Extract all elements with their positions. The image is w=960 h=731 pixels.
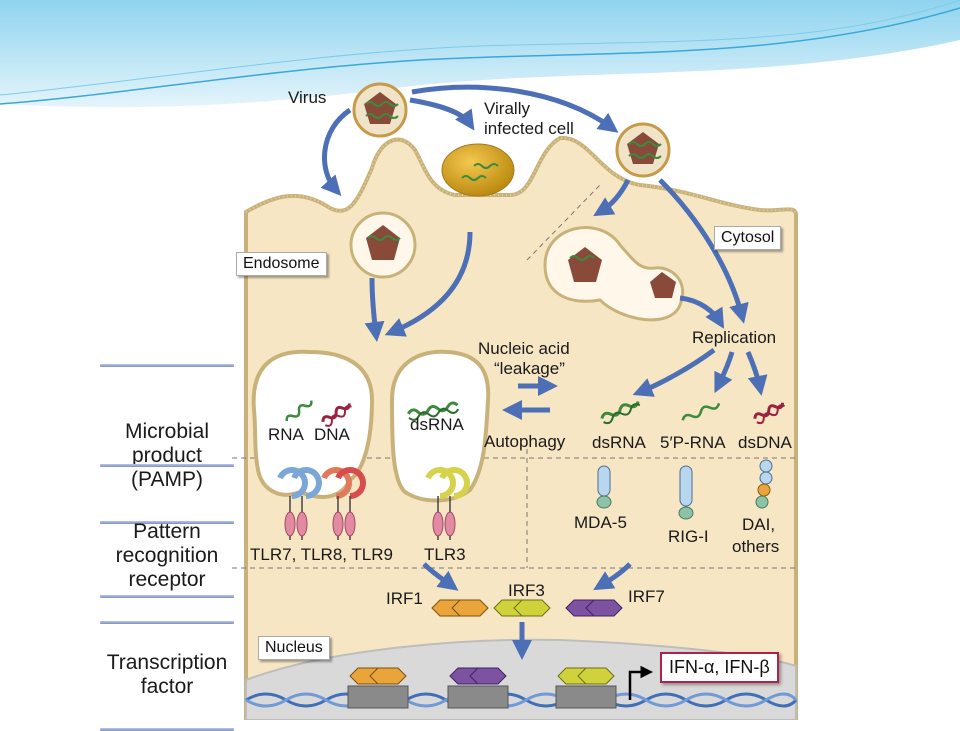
- irf3-dimer: [493, 599, 551, 617]
- infected-cell: [441, 143, 515, 197]
- diagram-text: Virus Virally infected cell Replication …: [250, 88, 793, 608]
- pamp-rna: RNA: [268, 425, 305, 444]
- pamp-dsdna: dsDNA: [738, 433, 793, 452]
- irf7-label: IRF7: [628, 587, 665, 606]
- irf1-dimer: [431, 599, 489, 617]
- leakage-line1: Nucleic acid: [478, 339, 570, 358]
- tlr3-label: TLR3: [424, 545, 466, 564]
- autophagy-label: Autophagy: [484, 432, 566, 451]
- header-wave: [0, 0, 960, 108]
- pathway-arrows: [320, 84, 768, 660]
- rigi-label: RIG-I: [668, 527, 709, 546]
- irf3-label: IRF3: [508, 581, 545, 600]
- tlr-receptors: [277, 467, 470, 540]
- virus-particle-right: [615, 122, 671, 178]
- row-label-pamp-text: Microbial product (PAMP): [124, 420, 210, 491]
- row-label-prr-bottom-bar: [100, 621, 234, 624]
- row-label-pamp: Microbial product (PAMP): [100, 364, 234, 524]
- virus-particle-top: [352, 82, 408, 138]
- mda5-receptor: [596, 465, 612, 509]
- endosome-virus-right: [543, 226, 685, 322]
- leakage-line2: “leakage”: [494, 359, 565, 378]
- dna-endosome: [321, 403, 352, 427]
- endosome-tlr789: [251, 349, 375, 499]
- leakage-label: Nucleic acid “leakage”: [478, 339, 574, 378]
- dsrna-cytosol: [600, 401, 641, 425]
- row-label-tf: Transcription factor: [100, 595, 234, 731]
- pamp-dna: DNA: [314, 425, 351, 444]
- dsrna-endosome: [407, 401, 460, 421]
- row-label-prr: Pattern recognition receptor: [100, 464, 234, 624]
- 5prna-cytosol: [681, 402, 721, 421]
- pamp-5prna: 5′P-RNA: [660, 433, 726, 452]
- endosome-tlr3: [389, 349, 491, 503]
- tlr-group-label: TLR7, TLR8, TLR9: [250, 545, 393, 564]
- row-label-tf-top-bar: [100, 595, 234, 598]
- ifn-output-label: IFN-α, IFN-β: [660, 652, 779, 683]
- dsdna-cytosol: [753, 402, 786, 425]
- row-label-pamp-top-bar: [100, 364, 234, 367]
- pamp-dsrna-endosome: dsRNA: [410, 415, 465, 434]
- rigi-receptor: [678, 465, 694, 520]
- infected-cell-line1: Virally: [484, 99, 530, 118]
- row-label-tf-text: Transcription factor: [106, 651, 228, 698]
- dai-label-2: others: [732, 537, 779, 556]
- endosome-virus-top: [349, 211, 417, 279]
- row-label-prr-top-bar: [100, 464, 234, 467]
- rna-endosome: [285, 400, 313, 422]
- irf1-label: IRF1: [386, 589, 423, 608]
- mda5-label: MDA-5: [574, 513, 627, 532]
- irf7-dimer: [565, 599, 623, 617]
- dna-helix: [245, 665, 798, 709]
- dai-receptor: [755, 459, 773, 509]
- endosome-label: Endosome: [236, 252, 327, 276]
- replication-label: Replication: [692, 328, 776, 347]
- infected-cell-label: Virally infected cell: [484, 99, 574, 138]
- virus-label: Virus: [288, 88, 326, 107]
- nucleus-label: Nucleus: [258, 636, 330, 660]
- dai-label-1: DAI,: [742, 515, 775, 534]
- row-label-prr-text: Pattern recognition receptor: [115, 520, 219, 591]
- pamp-dsrna-cytosol: dsRNA: [592, 433, 647, 452]
- row-label-pamp-bottom-bar: [100, 521, 234, 524]
- infected-cell-line2: infected cell: [484, 119, 574, 138]
- cytosol-label: Cytosol: [714, 226, 782, 250]
